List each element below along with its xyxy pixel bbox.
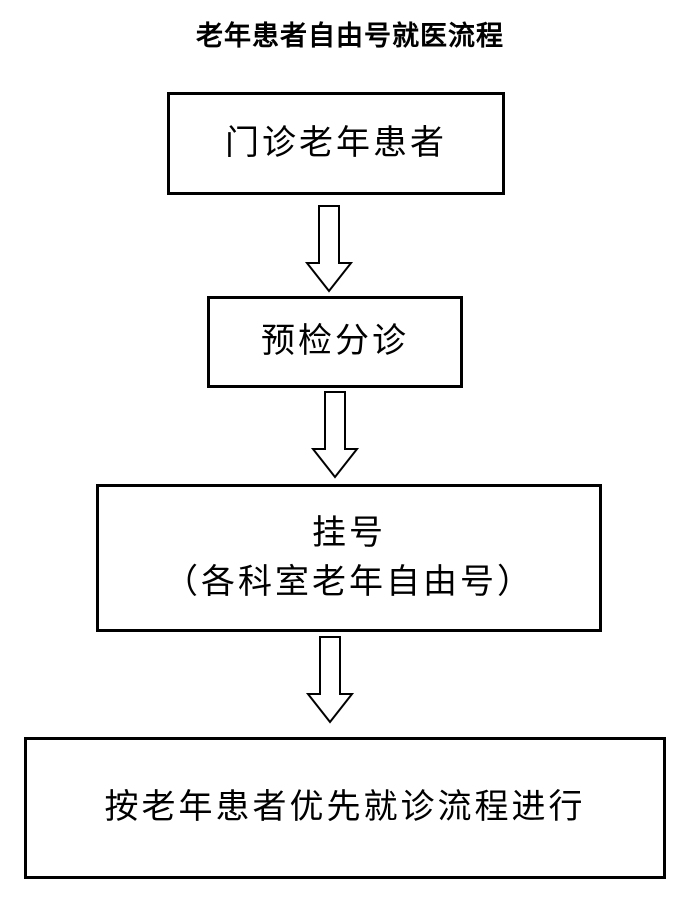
step-label: 按老年患者优先就诊流程进行	[104, 787, 586, 828]
step-sublabel: （各科室老年自由号）	[164, 562, 534, 602]
down-arrow-3	[305, 636, 355, 724]
step-label: 门诊老年患者	[225, 122, 447, 163]
step-label: 挂号	[312, 512, 386, 553]
down-arrow-2	[310, 391, 360, 479]
step-outpatient-elderly: 门诊老年患者	[167, 92, 505, 195]
down-arrow-1	[304, 205, 354, 293]
step-label: 预检分诊	[261, 321, 409, 362]
step-priority-process: 按老年患者优先就诊流程进行	[24, 737, 666, 879]
flowchart-title: 老年患者自由号就医流程	[196, 21, 504, 52]
step-registration: 挂号 （各科室老年自由号）	[96, 484, 602, 632]
step-pre-check-triage: 预检分诊	[207, 296, 463, 388]
